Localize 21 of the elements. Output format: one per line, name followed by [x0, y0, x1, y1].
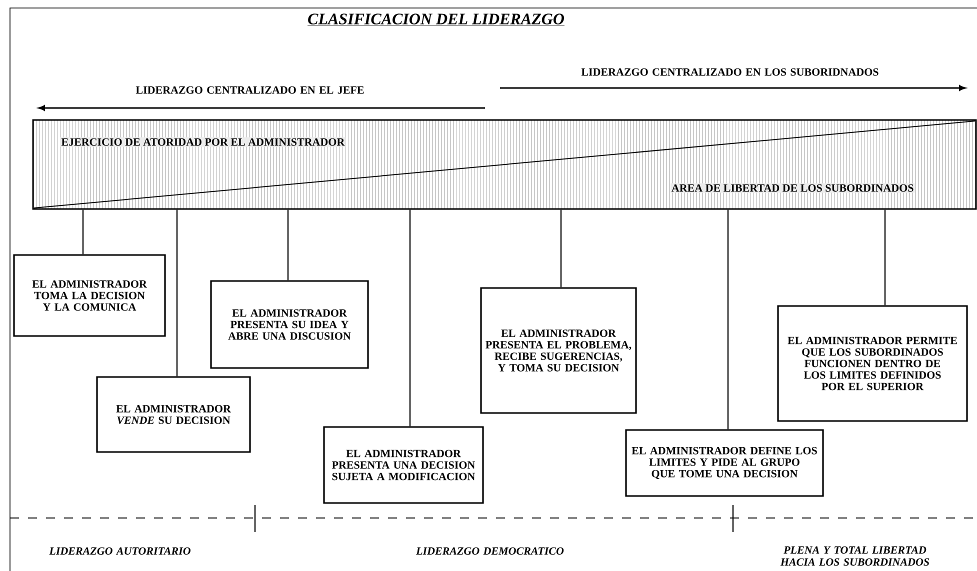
connector-line — [82, 210, 84, 254]
text-box: EL ADMINISTRADOR PERMITE QUE LOS SUBORDINADOS FUNCIONEN DENTRO DE LOS LIMITES DEFINIDOS POR EL SUPERIOR — [777, 305, 968, 422]
connector-line — [884, 210, 886, 306]
direction-label: LIDERAZGO CENTRALIZADO EN LOS SUBORIDNADOS — [581, 68, 878, 76]
connector-line — [727, 210, 729, 430]
connector-line — [560, 210, 562, 288]
connector-line — [176, 210, 178, 376]
direction-label: LIDERAZGO CENTRALIZADO EN EL JEFE — [136, 86, 364, 94]
text-box: EL ADMINISTRADOR VENDE SU DECISION — [96, 376, 251, 453]
style-label: PLENA Y TOTAL LIBERTAD HACIA LOS SUBORDINADOS — [780, 546, 930, 566]
text-box: EL ADMINISTRADOR TOMA LA DECISION Y LA COMUNICA — [13, 254, 166, 337]
style-label: LIDERAZGO AUTORITARIO — [49, 547, 190, 555]
text-box: EL ADMINISTRADOR PRESENTA SU IDEA Y ABRE UNA DISCUSION — [210, 280, 369, 369]
text-box: EL ADMINISTRADOR PRESENTA UNA DECISION SUJETA A MODIFICACION — [323, 426, 484, 504]
hatched-band: EJERCICIO DE ATORIDAD POR EL ADMINISTRADOR AREA DE LIBERTAD DE LOS SUBORDINADOS — [32, 119, 977, 210]
text-box: EL ADMINISTRADOR PRESENTA EL PROBLEMA, RECIBE SUGERENCIAS, Y TOMA SU DECISION — [480, 287, 637, 414]
style-label: LIDERAZGO DEMOCRATICO — [416, 547, 564, 555]
connector-line — [287, 210, 289, 280]
text-box: EL ADMINISTRADOR DEFINE LOS LIMITES Y PIDE AL GRUPO QUE TOME UNA DECISION — [625, 429, 824, 497]
title: CLASIFICACION DEL LIDERAZGO — [307, 14, 565, 26]
connector-line — [409, 210, 411, 426]
